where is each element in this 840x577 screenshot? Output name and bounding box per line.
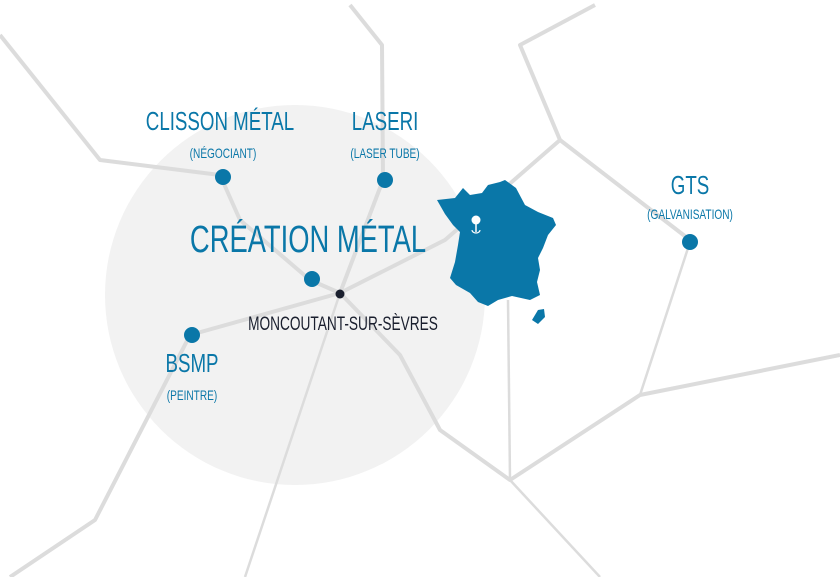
location-role: (PEINTRE) <box>166 387 218 403</box>
marker-creation-metal[interactable] <box>304 271 320 287</box>
marker-clisson[interactable] <box>215 169 231 185</box>
road-lines <box>0 3 840 577</box>
france-shape <box>437 180 556 306</box>
location-role: (LASER TUBE) <box>350 145 420 161</box>
marker-gts[interactable] <box>682 234 698 250</box>
location-role: (NÉGOCIANT) <box>189 145 257 161</box>
location-name-main: CRÉATION MÉTAL <box>189 219 427 261</box>
zone-circle <box>105 105 485 485</box>
location-role: (GALVANISATION) <box>647 206 733 222</box>
location-name: BSMP <box>165 348 219 378</box>
town-label: MONCOUTANT-SUR-SÈVRES <box>248 314 438 335</box>
location-name: GTS <box>670 170 710 200</box>
location-name: LASERI <box>351 106 419 136</box>
location-name: CLISSON MÉTAL <box>145 106 295 136</box>
corsica-shape <box>532 309 545 324</box>
marker-town[interactable] <box>335 289 345 299</box>
marker-laseri[interactable] <box>377 172 393 188</box>
location-pin-icon <box>471 215 481 234</box>
marker-bsmp[interactable] <box>184 327 200 343</box>
